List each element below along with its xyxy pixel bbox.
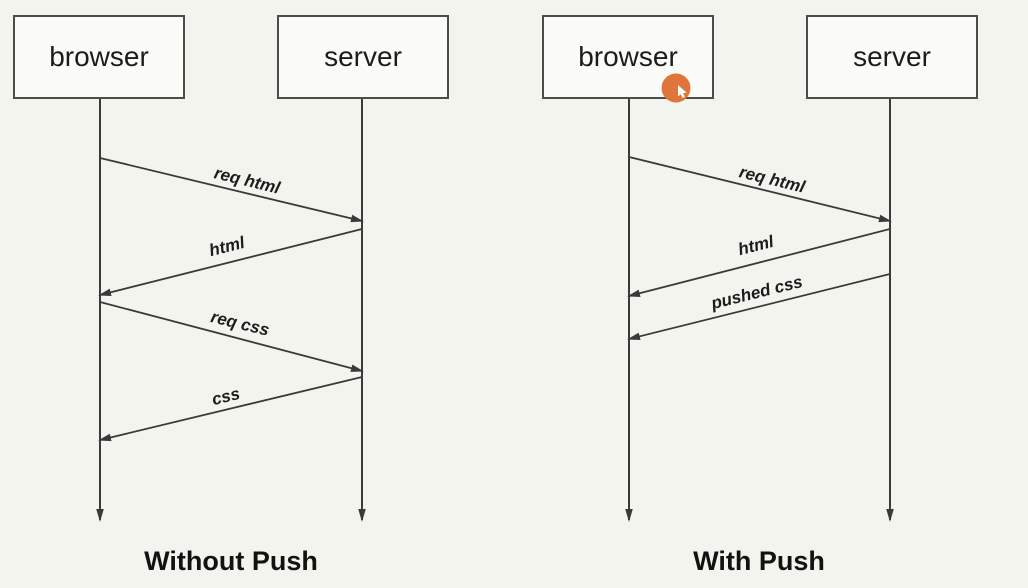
arrow-pushed-css-right [627,273,891,341]
arrow-req-html-right [628,156,892,223]
pointer-arrow-icon [678,85,687,98]
actor-label-browser-left: browser [49,41,149,72]
actor-box-browser-left: browser [13,15,185,99]
arrow-req-html-left [99,157,364,223]
cursor-highlight-icon [661,73,691,103]
actor-box-server-left: server [277,15,449,99]
actor-label-browser-right: browser [578,41,678,72]
diagram-title-without-push: Without Push [144,546,318,576]
actor-label-server-right: server [853,41,931,72]
arrow-css-left [98,376,363,442]
diagram-title-with-push: With Push [693,546,825,576]
actor-box-server-right: server [806,15,978,99]
arrow-req-css-left [99,301,364,372]
actor-label-server-left: server [324,41,402,72]
arrow-html-left [98,228,363,296]
arrow-html-right [627,228,891,297]
